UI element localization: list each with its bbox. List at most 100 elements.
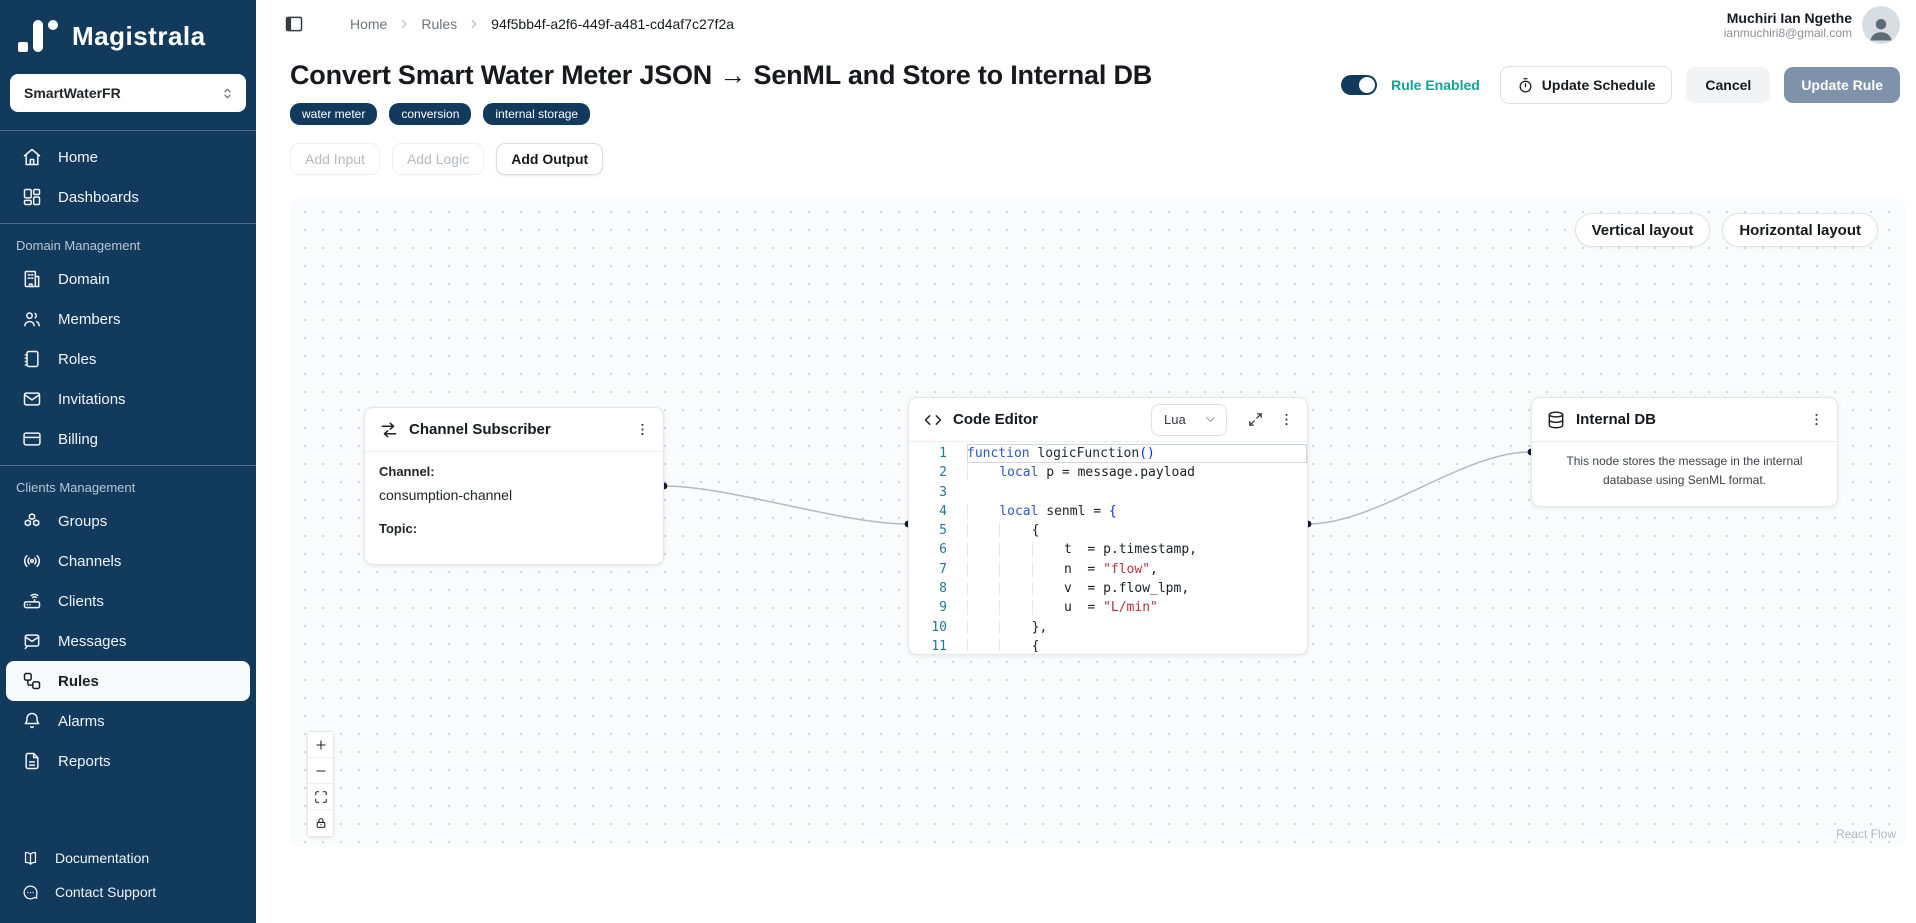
workspace-selected-label: SmartWaterFR [24, 85, 121, 101]
sidebar-section-label: Domain Management [16, 238, 141, 253]
lock-button[interactable] [308, 810, 333, 836]
sidebar-item-alarms[interactable]: Alarms [6, 701, 250, 741]
sidebar-item-clients[interactable]: Clients [6, 581, 250, 621]
line-number: 6 [939, 542, 947, 558]
user-silhouette-icon [1866, 7, 1896, 43]
code-line-text [967, 483, 1307, 502]
expand-editor-button[interactable] [1247, 411, 1264, 428]
code-line[interactable]: 6 t = p.timestamp, [909, 540, 1307, 559]
sidebar-item-reports[interactable]: Reports [6, 741, 250, 781]
avatar[interactable] [1862, 6, 1900, 44]
sidebar-item-label: Invitations [58, 390, 126, 408]
roles-icon [22, 349, 42, 369]
page-header: Convert Smart Water Meter JSON → SenML a… [256, 48, 1916, 125]
update-rule-button[interactable]: Update Rule [1784, 67, 1900, 103]
zoom-out-button[interactable] [308, 758, 333, 784]
code-line[interactable]: 3 [909, 483, 1307, 502]
horizontal-layout-button[interactable]: Horizontal layout [1722, 213, 1878, 247]
add-logic-button[interactable]: Add Logic [391, 143, 485, 175]
billing-icon [22, 429, 42, 449]
chevrons-up-down-icon [219, 85, 236, 102]
tag-badge: water meter [290, 103, 378, 125]
brand-name: Magistrala [72, 20, 206, 51]
node-header: Code Editor Lua [909, 398, 1307, 442]
breadcrumb-item[interactable]: Home [350, 16, 388, 32]
update-schedule-button[interactable]: Update Schedule [1499, 66, 1673, 104]
tag-badge: internal storage [483, 103, 591, 125]
sidebar-item-channels[interactable]: Channels [6, 541, 250, 581]
add-output-button[interactable]: Add Output [496, 143, 604, 175]
add-node-toolbar: Add Input Add Logic Add Output [256, 125, 1916, 175]
dashboards-icon [22, 187, 42, 207]
sidebar-item-label: Groups [58, 512, 108, 530]
code-line-text: function logicFunction() [967, 444, 1307, 463]
zoom-in-button[interactable] [308, 732, 333, 758]
add-input-button[interactable]: Add Input [290, 143, 380, 175]
fit-view-button[interactable] [308, 784, 333, 810]
plus-icon [314, 738, 328, 752]
sidebar-item-dashboards[interactable]: Dashboards [6, 177, 250, 217]
sidebar-item-documentation[interactable]: Documentation [6, 841, 250, 875]
fit-view-icon [314, 790, 328, 804]
flow-canvas[interactable]: Channel Subscriber Channel: consumption-… [290, 197, 1906, 847]
sidebar-item-home[interactable]: Home [6, 137, 250, 177]
node-menu-button[interactable] [1808, 411, 1825, 428]
magistrala-logo-icon [18, 18, 58, 54]
code-line[interactable]: 7 n = "flow", [909, 560, 1307, 579]
node-menu-button[interactable] [1278, 411, 1295, 428]
user-email: ianmuchiri8@gmail.com [1723, 26, 1852, 41]
node-channel-subscriber[interactable]: Channel Subscriber Channel: consumption-… [364, 407, 664, 565]
code-line[interactable]: 5 { [909, 521, 1307, 540]
code-line[interactable]: 9 u = "L/min" [909, 598, 1307, 617]
sidebar-item-groups[interactable]: Groups [6, 501, 250, 541]
tag-badge: conversion [389, 103, 472, 125]
sidebar-item-label: Billing [58, 430, 99, 448]
sidebar-item-invitations[interactable]: Invitations [6, 379, 250, 419]
sidebar-item-roles[interactable]: Roles [6, 339, 250, 379]
code-line[interactable]: 4 local senml = { [909, 502, 1307, 521]
node-header: Internal DB [1532, 398, 1837, 442]
sidebar-item-rules[interactable]: Rules [6, 661, 250, 701]
database-icon [1546, 410, 1566, 430]
code-line[interactable]: 11 { [909, 637, 1307, 652]
sidebar-item-domain[interactable]: Domain [6, 259, 250, 299]
node-title: Channel Subscriber [409, 421, 551, 438]
page-title: Convert Smart Water Meter JSON → SenML a… [290, 60, 1153, 90]
canvas-controls [307, 731, 334, 837]
tag-list: water meter conversion internal storage [290, 103, 1152, 125]
sidebar-toggle-button[interactable] [284, 14, 304, 34]
rule-enabled-toggle[interactable] [1341, 75, 1378, 95]
sidebar-item-label: Members [58, 310, 121, 328]
sidebar-item-label: Clients [58, 592, 104, 610]
contact-support-icon [22, 884, 39, 901]
node-internal-db[interactable]: Internal DB This node stores the message… [1531, 397, 1838, 507]
vertical-layout-button[interactable]: Vertical layout [1574, 213, 1711, 247]
code-line-text: u = "L/min" [967, 598, 1307, 617]
sidebar-item-members[interactable]: Members [6, 299, 250, 339]
topic-label: Topic: [379, 521, 418, 536]
language-select[interactable]: Lua [1151, 403, 1227, 436]
code-line[interactable]: 10 }, [909, 618, 1307, 637]
sidebar-item-label: Rules [58, 672, 99, 690]
sidebar-item-contact-support[interactable]: Contact Support [6, 875, 250, 909]
sidebar-divider [0, 223, 256, 224]
breadcrumb-item[interactable]: Rules [421, 16, 458, 32]
workspace-selector[interactable]: SmartWaterFR [10, 74, 246, 112]
sidebar-item-billing[interactable]: Billing [6, 419, 250, 459]
cancel-button[interactable]: Cancel [1686, 67, 1771, 103]
user-menu[interactable]: Muchiri Ian Ngethe ianmuchiri8@gmail.com [1724, 6, 1900, 44]
reports-icon [22, 751, 42, 771]
code-line[interactable]: 8 v = p.flow_lpm, [909, 579, 1307, 598]
minus-icon [314, 764, 328, 778]
node-menu-button[interactable] [634, 421, 651, 438]
header-actions: Rule Enabled Update Schedule Cancel Upda… [1341, 66, 1900, 104]
sidebar-item-messages[interactable]: Messages [6, 621, 250, 661]
code-line[interactable]: 2 local p = message.payload [909, 463, 1307, 482]
